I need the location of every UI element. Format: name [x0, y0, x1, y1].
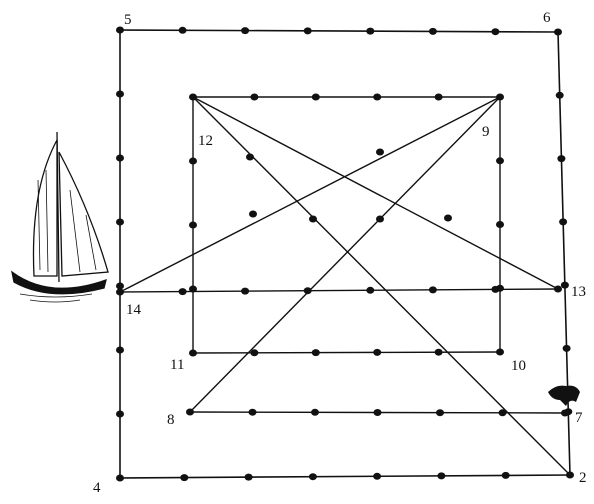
- dot-marker: [189, 222, 197, 229]
- dot-marker: [373, 349, 381, 356]
- dot-marker: [437, 472, 445, 479]
- dot-marker: [561, 282, 569, 289]
- dot-marker: [250, 349, 258, 356]
- dot-marker: [376, 149, 384, 156]
- dot-marker: [180, 474, 188, 481]
- dot-marker: [304, 287, 312, 294]
- dot-marker: [557, 155, 565, 162]
- dot-marker: [374, 409, 382, 416]
- dot-marker: [373, 94, 381, 101]
- dot-marker: [563, 345, 571, 352]
- dot-marker: [366, 287, 374, 294]
- label-9: 9: [482, 124, 490, 140]
- dot-marker: [189, 350, 197, 357]
- dot-marker: [116, 219, 124, 226]
- dot-marker: [116, 411, 124, 418]
- dot-marker: [241, 288, 249, 295]
- line-9-14: [120, 97, 500, 292]
- dot-marker: [189, 158, 197, 165]
- dot-marker: [496, 349, 504, 356]
- dot-marker: [189, 286, 197, 293]
- dot-marker: [366, 28, 374, 35]
- dot-marker: [436, 409, 444, 416]
- dot-marker: [559, 218, 567, 225]
- dot-marker: [502, 472, 510, 479]
- dot-marker: [245, 474, 253, 481]
- label-14: 14: [126, 302, 142, 318]
- dot-marker: [116, 155, 124, 162]
- inner-bottom-edge: [193, 352, 500, 353]
- dot-marker: [311, 409, 319, 416]
- dot-marker: [250, 94, 258, 101]
- sailboat-sail-hatching: [38, 170, 96, 272]
- dog-head-icon: [548, 386, 580, 406]
- label-7: 7: [575, 410, 583, 426]
- dot-marker: [116, 475, 124, 482]
- dot-marker: [429, 286, 437, 293]
- dot-marker: [249, 409, 257, 416]
- dot-marker: [496, 157, 504, 164]
- dot-marker: [554, 286, 562, 293]
- dot-marker: [241, 27, 249, 34]
- label-6: 6: [543, 10, 551, 26]
- dot-marker: [444, 215, 452, 222]
- label-12: 12: [198, 133, 213, 149]
- dot-marker: [312, 349, 320, 356]
- dot-marker: [179, 27, 187, 34]
- dot-marker: [246, 154, 254, 161]
- dot-marker: [116, 91, 124, 98]
- dog-head-shape: [548, 386, 580, 406]
- sailboat-icon: [12, 132, 108, 302]
- dot-marker: [179, 288, 187, 295]
- dot-marker: [186, 409, 194, 416]
- dot-marker: [309, 216, 317, 223]
- label-4: 4: [93, 480, 101, 496]
- label-13: 13: [571, 284, 586, 300]
- dot-marker: [116, 283, 124, 290]
- dot-marker: [309, 473, 317, 480]
- sailboat-water: [20, 294, 92, 302]
- point-labels: 5 6 12 9 13 14 11 10 8 7 4 2: [93, 10, 587, 496]
- dot-marker: [312, 94, 320, 101]
- dot-marker: [435, 94, 443, 101]
- dot-marker: [116, 289, 124, 296]
- dot-marker: [496, 221, 504, 228]
- dot-marker: [556, 92, 564, 99]
- label-10: 10: [511, 358, 526, 374]
- dot-marker: [561, 410, 569, 417]
- label-11: 11: [170, 357, 184, 373]
- dot-marker: [491, 286, 499, 293]
- dot-marker: [566, 472, 574, 479]
- dot-marker: [249, 211, 257, 218]
- dot-marker: [376, 216, 384, 223]
- label-2: 2: [579, 470, 587, 486]
- dot-marker: [189, 94, 197, 101]
- label-8: 8: [167, 412, 175, 428]
- sailboat-mainsail: [33, 140, 57, 276]
- dot-marker: [554, 29, 562, 36]
- dot-marker: [491, 28, 499, 35]
- dot-marker: [429, 28, 437, 35]
- line-12-13: [193, 97, 558, 289]
- inner-rectangle: [193, 97, 500, 353]
- label-5: 5: [124, 12, 132, 28]
- dot-marker: [435, 349, 443, 356]
- dot-marker: [304, 27, 312, 34]
- dot-marker: [373, 473, 381, 480]
- dot-marker: [116, 27, 124, 34]
- sailboat-jib: [59, 152, 108, 276]
- dot-marker: [496, 94, 504, 101]
- line-9-8: [190, 97, 500, 412]
- dot-marker: [499, 409, 507, 416]
- dot-marker: [116, 347, 124, 354]
